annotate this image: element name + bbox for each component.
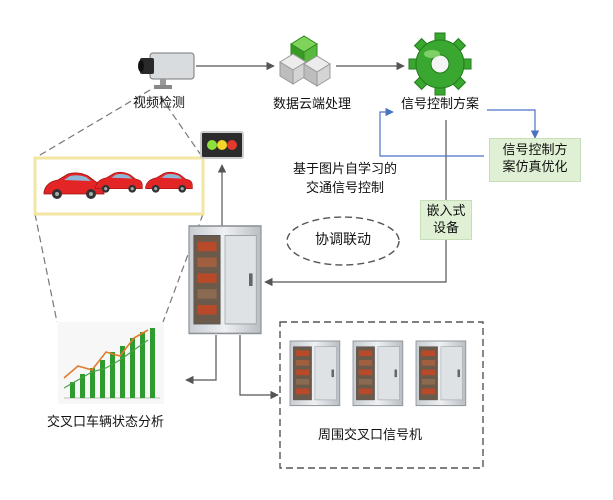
plan-label: 信号控制方案 xyxy=(401,97,480,112)
sim-optimization-box: 信号控制方 案仿真优化 xyxy=(489,138,581,182)
strip-to-chart-line-left xyxy=(34,213,58,323)
signal-cabinet-icon xyxy=(415,340,467,407)
cloud-label: 数据云端处理 xyxy=(273,97,352,112)
sim-box-line-2: 案仿真优化 xyxy=(502,160,568,175)
embedded-device-box: 嵌入式 设备 xyxy=(420,200,472,240)
bar-line-chart-icon xyxy=(58,322,164,404)
camera-label: 视频检测 xyxy=(133,96,186,111)
signal-cabinet-icon xyxy=(352,340,404,407)
camera-view-line-left xyxy=(34,89,151,159)
traffic-light-icon xyxy=(200,131,244,159)
center-text-line-1: 基于图片自学习的 xyxy=(292,162,397,177)
arrow-plan-to-cabinet xyxy=(264,120,447,287)
cube-cloud-icon xyxy=(279,35,331,87)
arrow-sim-to-plan xyxy=(379,107,484,157)
coordination-ellipse xyxy=(286,216,400,266)
peripheral-group-box xyxy=(279,321,484,469)
embedded-box-line-2: 设备 xyxy=(432,221,459,236)
analysis-label: 交叉口车辆状态分析 xyxy=(47,415,165,430)
signal-cabinet-icon xyxy=(289,340,341,407)
peripheral-label: 周围交叉口信号机 xyxy=(318,428,423,443)
coordination-label: 协调联动 xyxy=(315,232,371,248)
strip-to-chart-line-right xyxy=(162,213,204,323)
gear-icon xyxy=(408,32,472,96)
center-text-line-2: 交通信号控制 xyxy=(305,181,384,196)
arrow-cabinet-to-peripheral xyxy=(239,335,279,400)
camera-view-line-right xyxy=(159,95,204,159)
camera-icon xyxy=(138,52,195,89)
sim-box-line-1: 信号控制方 xyxy=(502,143,568,158)
signal-cabinet-icon xyxy=(188,225,262,335)
arrow-cabinet-to-chart xyxy=(185,335,217,385)
arrow-plan-to-sim xyxy=(487,109,540,139)
embedded-box-line-1: 嵌入式 xyxy=(426,204,466,219)
